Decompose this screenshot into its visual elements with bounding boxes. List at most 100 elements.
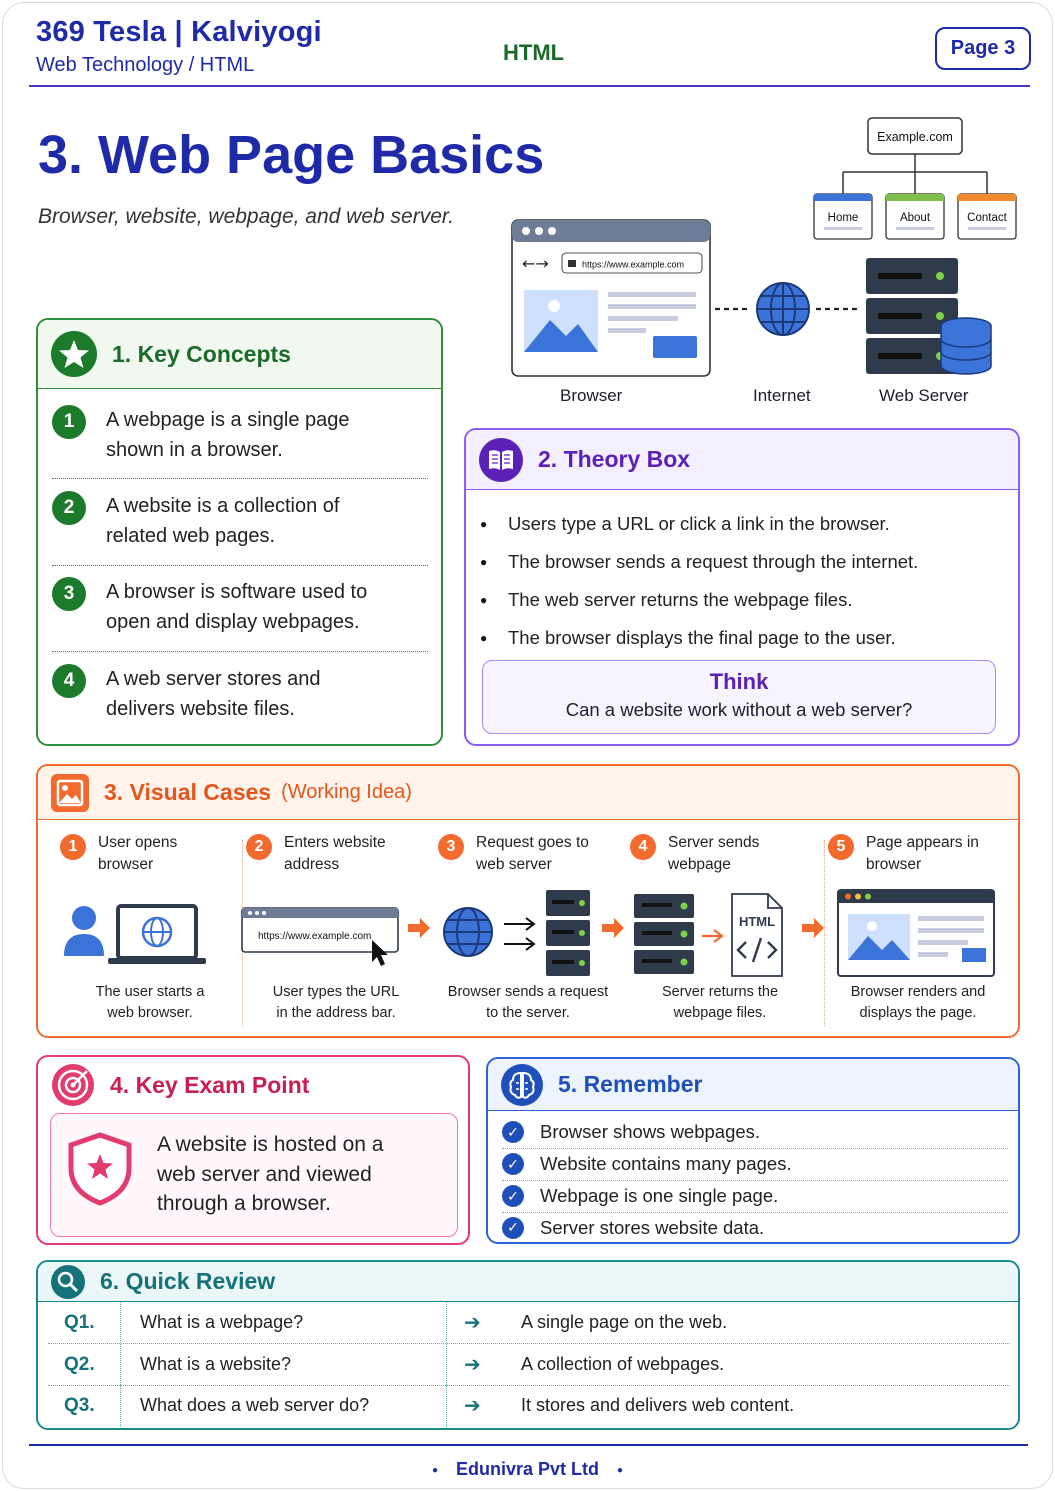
divider [52,478,428,479]
rendered-page-icon [837,889,995,977]
exam-point-header: 4. Key Exam Point [38,1057,468,1113]
key-concepts-section: 1. Key Concepts 1 A webpage is a single … [36,318,443,746]
remember-text: Webpage is one single page. [540,1185,779,1207]
exam-point-line: web server and viewed [157,1162,372,1186]
page-badge: Page 3 [935,27,1031,70]
image-icon [51,773,89,812]
step-title: Server sends [668,834,760,851]
remember-section: 5. Remember ✓ Browser shows webpages. ✓ … [486,1057,1020,1244]
exam-point-section: 4. Key Exam Point A website is hosted on… [36,1055,470,1245]
arrow-right-icon: ➔ [464,1354,481,1376]
step-title: User opens [98,834,178,851]
svg-text:Contact: Contact [967,212,1007,224]
svg-text:https://www.example.com: https://www.example.com [582,260,684,270]
concept-line: A browser is software used to [106,581,368,603]
bullet-icon: ● [431,1464,438,1476]
check-icon: ✓ [502,1216,524,1239]
theory-point: The web server returns the webpage files… [480,581,918,619]
check-icon: ✓ [502,1185,524,1208]
quick-review-section: 6. Quick Review Q1. What is a webpage? ➔… [36,1260,1020,1430]
column-divider [120,1344,121,1385]
page-subtitle: Browser, website, webpage, and web serve… [38,205,454,228]
footer: ●Edunivra Pvt Ltd● [0,1459,1055,1480]
theory-section: 2. Theory Box Users type a URL or click … [464,428,1020,746]
step-description: in the address bar. [276,1005,396,1021]
concept-line: A website is a collection of [106,495,340,517]
browser-window-illustration: ←→ https://www.example.com [511,219,711,377]
question-number: Q2. [64,1354,95,1375]
arrow-right-icon [602,918,624,938]
concept-line: A webpage is a single page [106,409,350,431]
think-callout: Think Can a website work without a web s… [482,660,996,734]
review-row: Q1. What is a webpage? ➔ A single page o… [48,1302,1010,1344]
column-divider [446,1344,447,1385]
question-text: What does a web server do? [140,1395,370,1415]
step-description: Browser renders and [850,984,986,1000]
target-icon [52,1064,94,1106]
address-bar-icon: https://www.example.com [241,907,399,966]
sitemap-about: About [885,193,945,240]
question-text: What is a webpage? [140,1312,304,1332]
visual-cases-title: 3. Visual Cases [104,779,272,805]
answer-text: It stores and delivers web content. [521,1395,795,1415]
step-title: web server [476,856,552,873]
footer-company: Edunivra Pvt Ltd [455,1459,599,1479]
step-number: 1 [60,834,86,860]
theory-point: The browser sends a request through the … [480,543,918,581]
arrow-right-icon: ➔ [464,1312,481,1334]
remember-text: Server stores website data. [540,1216,765,1238]
magnifier-icon [51,1264,85,1299]
arrow-right-icon [408,918,430,938]
step-title: Page appears in [866,834,979,851]
step-title: Enters website [284,834,386,851]
server-html-file-icon: HTML [634,893,783,977]
svg-text:https://www.example.com: https://www.example.com [258,931,371,942]
concept-number: 1 [52,405,86,439]
step-number: 5 [828,834,854,860]
header-divider [29,85,1030,87]
key-concepts-header: 1. Key Concepts [38,320,441,389]
exam-point-callout: A website is hosted on a web server and … [50,1113,458,1237]
concept-number: 2 [52,491,86,525]
divider [52,565,428,566]
book-icon [479,437,523,482]
theory-header: 2. Theory Box [466,430,1018,490]
review-row: Q2. What is a website? ➔ A collection of… [48,1344,1010,1386]
star-icon [51,331,97,377]
step-title: webpage [668,856,731,873]
concept-number: 4 [52,664,86,698]
concept-number: 3 [52,577,86,611]
column-divider [446,1302,447,1343]
remember-header: 5. Remember [488,1059,1018,1111]
exam-point-title: 4. Key Exam Point [110,1071,310,1098]
arrow-right-icon: ➔ [464,1395,481,1417]
remember-item: ✓ Webpage is one single page. [502,1181,1008,1213]
step-title: browser [98,856,154,873]
step-description: displays the page. [859,1005,977,1021]
topic-label: HTML [503,40,565,65]
quick-review-title: 6. Quick Review [100,1268,276,1294]
column-divider [120,1302,121,1343]
page-title: 3. Web Page Basics [38,125,545,185]
theory-point: Users type a URL or click a link in the … [480,505,918,543]
arrow-right-icon [802,918,824,938]
shield-star-icon [68,1132,132,1206]
brain-icon [501,1063,543,1106]
remember-text: Browser shows webpages. [540,1121,761,1143]
svg-text:←→: ←→ [522,254,549,273]
internet-globe-icon [756,282,810,336]
visual-cases-header: 3. Visual Cases (Working Idea) [38,766,1018,820]
step-divider [824,840,825,1026]
footer-divider [29,1444,1028,1446]
column-divider [446,1385,447,1427]
quick-review-header: 6. Quick Review [38,1262,1018,1302]
step-description: webpage files. [673,1005,767,1021]
remember-item: ✓ Server stores website data. [502,1212,1008,1242]
sitemap-contact: Contact [957,193,1017,240]
